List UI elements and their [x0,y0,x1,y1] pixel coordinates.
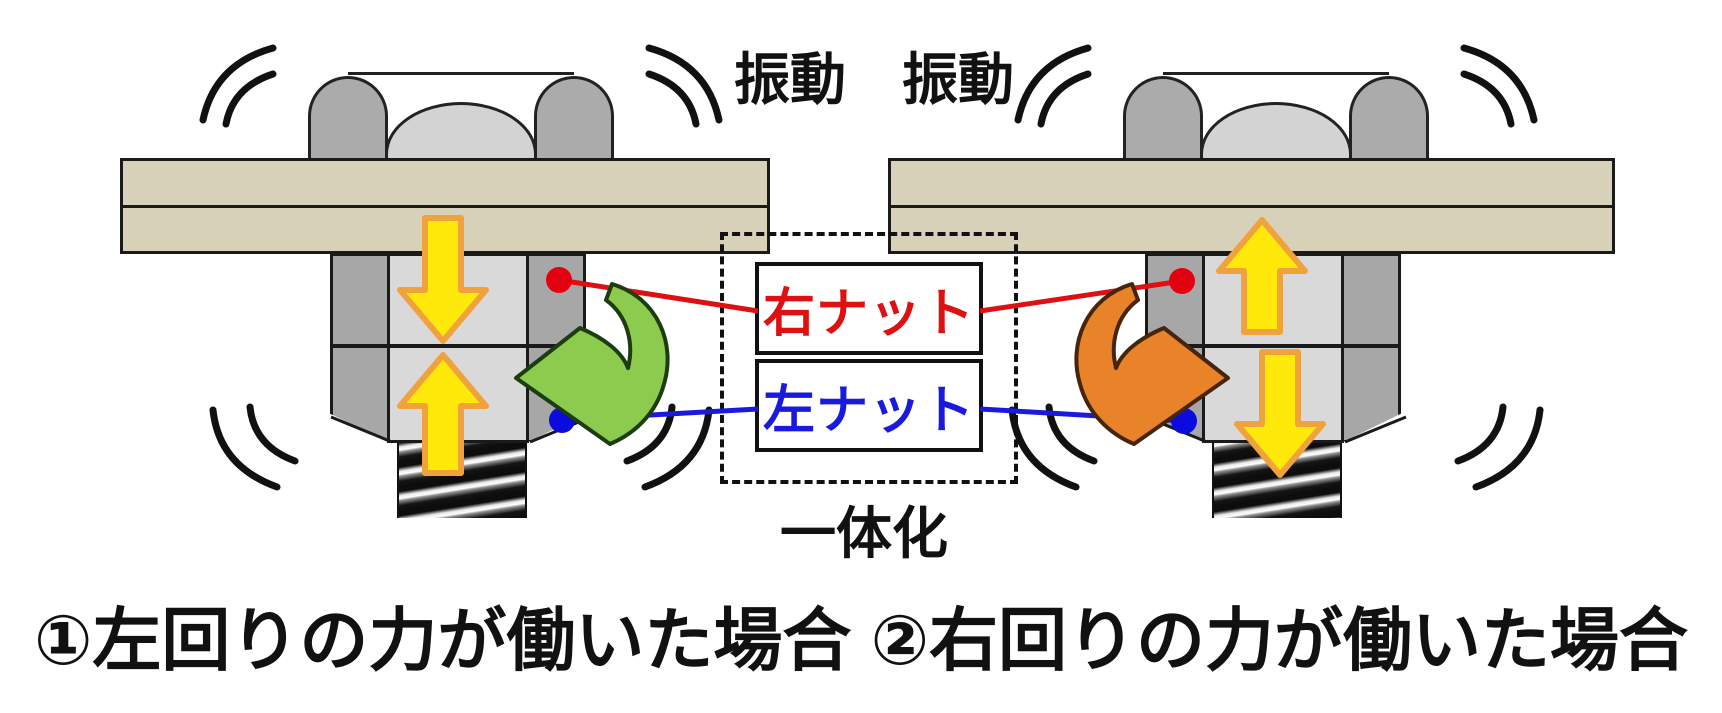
right-upper-nut-side [1341,253,1401,347]
left-bolt-thread-lower [397,438,527,518]
left-plate-seam [123,205,767,208]
left-bolt-head-front-facet [385,102,537,158]
right-bolt-head-top-edge [1163,72,1389,75]
vibration-label: 振動 振動 [734,48,1014,111]
right-lower-nut [1145,345,1407,443]
integration-label: 一体化 [780,502,948,565]
right-nut-label-box: 右ナット [755,262,983,355]
right-clamped-plates [888,158,1615,254]
left-nut-label: 左ナット [762,382,975,440]
left-lower-nut-face [387,345,529,443]
left-upper-nut-side [526,253,586,347]
right-upper-nut-side [1145,253,1205,347]
right-bolt-head [1123,72,1429,158]
right-nut-label: 右ナット [762,285,975,343]
right-lower-nut-side [1341,345,1401,443]
left-lower-nut-side [330,345,390,443]
left-upper-nut [330,253,592,347]
left-bolt-head-side-facet [534,76,614,158]
right-bolt-head-front-facet [1200,102,1352,158]
left-upper-nut-face [387,253,529,347]
right-upper-nut [1145,253,1407,347]
right-plate-seam [891,205,1612,208]
right-bolt-head-side-facet [1349,76,1429,158]
right-lower-nut-face [1202,345,1344,443]
left-lower-nut-side [526,345,586,443]
left-bolt-head-side-facet [308,76,388,158]
right-lower-nut-side [1145,345,1205,443]
integration-dashed-box [720,232,1018,484]
left-nut-label-box: 左ナット [755,359,983,452]
left-bolt-head-top-edge [348,72,574,75]
caption-text: ①左回りの力が働いた場合 ②右回りの力が働いた場合 [33,602,1688,679]
right-upper-nut-face [1202,253,1344,347]
left-lower-nut [330,345,592,443]
right-bolt-head-side-facet [1123,76,1203,158]
left-upper-nut-side [330,253,390,347]
left-clamped-plates [120,158,770,254]
right-bolt-thread-lower [1212,434,1342,518]
left-bolt-head [308,72,614,158]
